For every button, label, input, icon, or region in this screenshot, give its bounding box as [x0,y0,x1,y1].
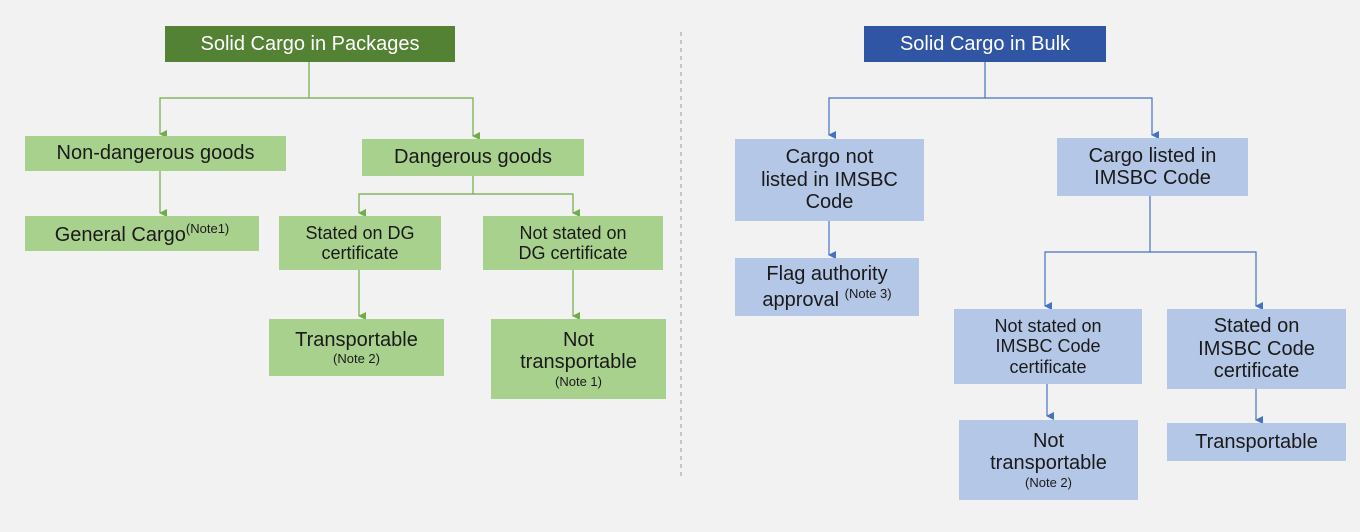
not-transportable-box-left: Not transportable (Note 1) [491,319,666,399]
not-listed-line2: listed in IMSBC [761,168,898,191]
arrow-dangerous-to-not-stated-dg [473,193,580,217]
flag-approval-box: Flag authority approval (Note 3) [735,258,919,316]
stated-dg-line1: Stated on DG [305,222,415,243]
stated-imsbc-line1: Stated on [1213,315,1300,338]
stated-dg-box: Stated on DG certificate [279,216,441,270]
arrow-listed-to-stated-imsbc [1150,251,1263,310]
arrow-dangerous-to-stated-dg [358,176,474,217]
not-stated-dg-line2: DG certificate [518,243,628,263]
packages-title: Solid Cargo in Packages [200,32,420,55]
arrow-packages-to-dangerous [309,97,480,140]
not-stated-imsbc-line3: certificate [1009,356,1087,377]
not-stated-dg-box: Not stated on DG certificate [483,216,663,270]
stated-imsbc-line2: IMSBC Code [1198,337,1315,360]
general-cargo-box: General Cargo(Note1) [25,216,259,251]
bulk-connectors [828,62,1263,424]
not-stated-imsbc-line1: Not stated on [994,316,1102,337]
not-stated-imsbc-box: Not stated on IMSBC Code certificate [954,309,1142,384]
dangerous-box: Dangerous goods [362,139,584,176]
flag-approval-line1: Flag authority [766,263,888,286]
general-cargo-note: (Note1) [185,220,230,236]
transportable-note-left: (Note 2) [333,350,380,366]
flag-approval-note: (Note 3) [844,285,892,301]
not-transportable-left-line1: Not [562,328,595,351]
arrow-listed-to-not-stated-imsbc [1044,196,1151,310]
not-transportable-right-line2: transportable [990,452,1107,475]
not-stated-imsbc-line2: IMSBC Code [995,336,1101,357]
not-transportable-note-left: (Note 1) [555,373,602,389]
stated-dg-line2: certificate [321,243,399,263]
transportable-box-right: Transportable [1167,423,1346,461]
not-listed-line3: Code [805,191,854,214]
transportable-box-left: Transportable (Note 2) [269,319,444,376]
transportable-label-left: Transportable [295,328,418,351]
arrow-packages-to-non-dangerous [159,62,310,138]
not-transportable-box-right: Not transportable (Note 2) [959,420,1138,500]
stated-imsbc-box: Stated on IMSBC Code certificate [1167,309,1346,389]
flag-approval-line2: approval [762,288,840,311]
listed-line1: Cargo listed in [1088,144,1217,167]
non-dangerous-label: Non-dangerous goods [56,142,255,165]
bulk-title-box: Solid Cargo in Bulk [864,26,1106,62]
stated-imsbc-line3: certificate [1213,360,1300,383]
not-listed-box: Cargo not listed in IMSBC Code [735,139,924,221]
bulk-title: Solid Cargo in Bulk [899,32,1071,55]
packages-connectors [159,62,580,320]
non-dangerous-box: Non-dangerous goods [25,136,286,171]
listed-line2: IMSBC Code [1094,167,1211,189]
packages-title-box: Solid Cargo in Packages [165,26,455,62]
not-transportable-right-line1: Not [1032,429,1065,452]
general-cargo-label: General Cargo [54,223,186,246]
arrow-bulk-to-not-listed [828,62,986,139]
listed-box: Cargo listed in IMSBC Code [1057,138,1248,196]
not-transportable-left-line2: transportable [520,351,637,374]
not-transportable-note-right: (Note 2) [1025,474,1072,490]
not-stated-dg-line1: Not stated on [519,222,627,243]
transportable-label-right: Transportable [1195,430,1318,453]
arrow-bulk-to-listed [985,97,1159,139]
dangerous-label: Dangerous goods [394,146,552,169]
not-listed-line1: Cargo not [785,146,874,169]
